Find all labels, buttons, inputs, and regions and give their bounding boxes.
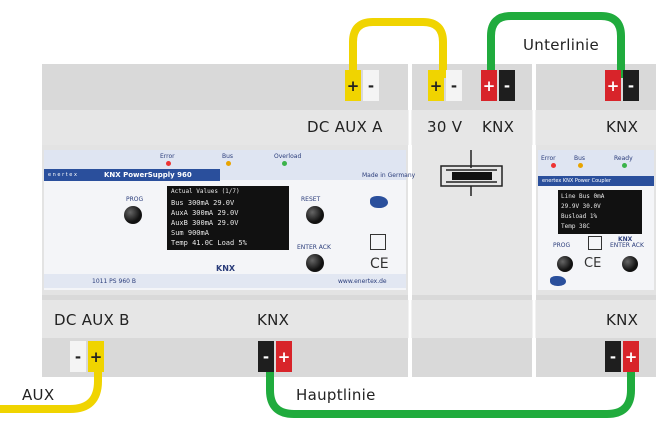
coupler-display-line-4: Temp 38C xyxy=(561,223,590,230)
psu-led-label-error: Error xyxy=(160,153,175,160)
label-dc-aux-b: DC AUX B xyxy=(54,311,130,329)
coupler-ce-mark: CE xyxy=(584,256,602,271)
coupler-led-label-bus: Bus xyxy=(574,155,586,162)
psu-ce-mark: CE xyxy=(370,256,389,272)
terminal-30v-minus: - xyxy=(446,70,462,101)
psu-led-label-overload: Overload xyxy=(274,153,302,160)
terminal-dc-aux-b-minus: - xyxy=(70,341,86,372)
psu-display-line-4: AuxB 300mA 29.0V xyxy=(171,219,239,227)
label-knx-right-bottom: KNX xyxy=(606,311,639,329)
label-band-bottom xyxy=(42,300,656,338)
terminal-knx-coupler-bottom-plus: + xyxy=(623,341,639,372)
wire-green-unterlinie xyxy=(487,12,625,78)
terminal-knx-choke-plus: + xyxy=(481,70,497,101)
psu-brand: e n e r t e x xyxy=(48,172,77,178)
terminal-knx-coupler-top-plus: + xyxy=(605,70,621,101)
coupler-enter-button[interactable] xyxy=(622,256,638,272)
housing-choke-mid xyxy=(412,145,532,295)
terminal-knx-coupler-top-minus: - xyxy=(623,70,639,101)
choke-core xyxy=(452,172,492,180)
terminal-knx-psu-minus: - xyxy=(258,341,274,372)
psu-enter-label: ENTER ACK xyxy=(297,244,331,251)
coupler-led-ready xyxy=(622,163,627,168)
terminal-knx-coupler-bottom-minus: - xyxy=(605,341,621,372)
psu-product: KNX PowerSupply 960 xyxy=(104,171,192,179)
psu-transformer-icon xyxy=(370,234,386,250)
psu-knx-logo: KNX xyxy=(216,264,236,273)
label-unterlinie: Unterlinie xyxy=(523,36,600,54)
psu-prog-button[interactable] xyxy=(124,206,142,224)
coupler-display-line-1: Line Bus 0mA xyxy=(561,193,605,200)
terminal-dc-aux-a-plus: + xyxy=(345,70,361,101)
terminal-dc-aux-a-minus: - xyxy=(363,70,379,101)
coupler-prog-button[interactable] xyxy=(557,256,573,272)
wire-green-hauptlinie xyxy=(266,360,635,418)
psu-prog-label: PROG xyxy=(126,196,144,203)
psu-reset-button[interactable] xyxy=(306,206,324,224)
psu-display-line-3: AuxA 300mA 29.0V xyxy=(171,209,239,217)
label-aux: AUX xyxy=(22,386,55,404)
label-dc-aux-a: DC AUX A xyxy=(307,118,383,136)
coupler-enter-label: ENTER ACK xyxy=(610,242,644,249)
terminal-knx-choke-minus: - xyxy=(499,70,515,101)
coupler-transformer-icon xyxy=(588,236,602,250)
psu-display-line-2: Bus 300mA 29.0V xyxy=(171,199,235,207)
label-knx-right-top: KNX xyxy=(606,118,639,136)
coupler-display: Line Bus 0mA 29.9V 30.0V Busload 1% Temp… xyxy=(558,190,642,234)
psu-led-bus xyxy=(226,161,231,166)
psu-led-error xyxy=(166,161,171,166)
coupler-led-label-ready: Ready xyxy=(614,155,633,162)
coupler-led-label-error: Error xyxy=(541,155,556,162)
psu-url: www.enertex.de xyxy=(338,278,387,285)
coupler-brand: enertex KNX Power Coupler xyxy=(542,178,612,184)
label-hauptlinie: Hauptlinie xyxy=(296,386,376,404)
psu-footer-bar xyxy=(44,274,406,288)
psu-article: 1011 PS 960 B xyxy=(92,278,136,285)
wire-yellow-aux xyxy=(0,358,102,413)
label-bg-unterlinie xyxy=(520,34,602,56)
psu-display: Actual Values (1/7) Bus 300mA 29.0V AuxA… xyxy=(167,186,289,250)
psu-display-line-6: Temp 41.0C Load 5% xyxy=(171,239,247,247)
coupler-prog-label: PROG xyxy=(553,242,571,249)
coupler-brand-bar xyxy=(538,176,654,186)
label-knx-choke: KNX xyxy=(482,118,515,136)
coupler-display-line-3: Busload 1% xyxy=(561,213,598,220)
terminal-knx-psu-plus: + xyxy=(276,341,292,372)
terminal-30v-plus: + xyxy=(428,70,444,101)
psu-led-label-bus: Bus xyxy=(222,153,234,160)
psu-led-overload xyxy=(282,161,287,166)
coupler-knx-logo: KNX xyxy=(618,236,633,243)
coupler-led-error xyxy=(551,163,556,168)
label-30v: 30 V xyxy=(427,118,463,136)
psu-enter-button[interactable] xyxy=(306,254,324,272)
psu-display-line-1: Actual Values (1/7) xyxy=(171,188,240,195)
coupler-display-line-2: 29.9V 30.0V xyxy=(561,203,601,210)
coupler-enertex-icon xyxy=(550,276,566,286)
psu-enertex-icon xyxy=(370,196,388,208)
psu-brand-bar xyxy=(44,169,220,181)
wire-yellow-dc-aux-a xyxy=(349,18,447,78)
label-band-top xyxy=(42,110,656,145)
psu-made-in: Made in Germany xyxy=(362,172,416,179)
coupler-led-bus xyxy=(578,163,583,168)
terminal-dc-aux-b-plus: + xyxy=(88,341,104,372)
psu-reset-label: RESET xyxy=(301,196,321,203)
psu-display-line-5: Sum 900mA xyxy=(171,229,209,237)
label-knx-psu-bottom: KNX xyxy=(257,311,290,329)
